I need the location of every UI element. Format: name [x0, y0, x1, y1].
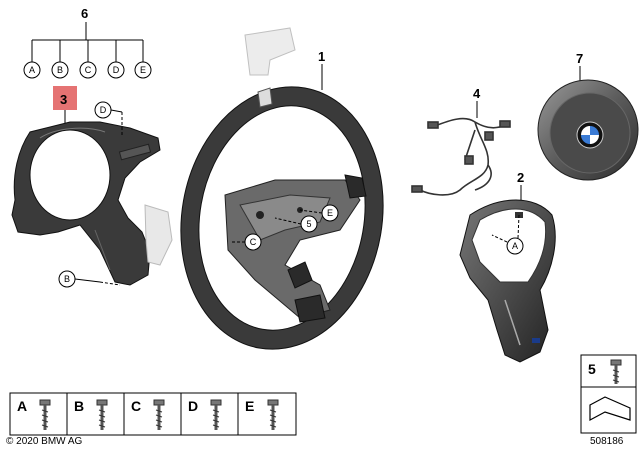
trim-right-callout-a-text: A	[512, 241, 518, 251]
bracket-callout-e-text: E	[140, 65, 146, 75]
wheel-callout-e-text: E	[327, 208, 333, 218]
airbag-module	[537, 79, 639, 181]
screw-icon	[210, 399, 222, 430]
bracket-callout-a-text: A	[29, 65, 35, 75]
screw-icon	[96, 399, 108, 430]
bracket-callout-e: E	[134, 61, 152, 79]
part-6-label: 6	[81, 6, 88, 21]
screw-icon	[153, 399, 165, 430]
paddle-ghost-left	[144, 204, 173, 266]
legend-letter-d: D	[188, 398, 198, 414]
bracket-callout-b-text: B	[57, 65, 63, 75]
legend-letter-c: C	[131, 398, 141, 414]
trim-callout-d-text: D	[100, 105, 107, 115]
trim-callout-b: B	[58, 270, 121, 288]
arrow-plate-icon	[589, 396, 631, 421]
part-4-label: 4	[473, 86, 481, 101]
wheel-callout-5: 5	[274, 215, 318, 233]
legend-letter-e: E	[245, 398, 254, 414]
wheel-callout-e: E	[299, 204, 339, 222]
screw-legend: A B C D E	[9, 392, 297, 436]
wheel-callout-5-text: 5	[306, 219, 311, 229]
part-6-bracket	[31, 22, 144, 62]
paddle-ghost-top	[244, 27, 296, 76]
bmw-logo-icon	[576, 121, 604, 149]
bracket-callout-a: A	[23, 61, 41, 79]
legend-letter-b: B	[74, 398, 84, 414]
part-3-highlight	[53, 86, 77, 110]
part-5-legend: 5	[580, 354, 637, 434]
trim-right-callout-a: A	[491, 214, 524, 255]
trim-callout-d: D	[94, 101, 123, 135]
screw-icon	[39, 399, 51, 430]
bracket-callout-d: D	[107, 61, 125, 79]
part-5-legend-number: 5	[588, 361, 596, 377]
wiring-harness	[411, 117, 511, 196]
copyright-text: © 2020 BMW AG	[6, 436, 83, 447]
screw-icon	[610, 359, 622, 384]
wheel-callout-c-text: C	[250, 237, 257, 247]
part-2-label: 2	[517, 170, 524, 185]
legend-letter-a: A	[17, 398, 27, 414]
bracket-callout-c: C	[79, 61, 97, 79]
wheel-callout-c: C	[230, 233, 262, 251]
bracket-callout-d-text: D	[113, 65, 120, 75]
bracket-callout-b: B	[51, 61, 69, 79]
trim-cover-left	[11, 121, 161, 286]
trim-callout-b-text: B	[64, 274, 70, 284]
diagram-number: 508186	[590, 436, 624, 447]
steering-wheel	[180, 86, 384, 350]
part-1-label: 1	[318, 49, 325, 64]
part-7-label: 7	[576, 51, 583, 66]
part-3-label: 3	[60, 92, 67, 107]
trim-cover-right	[459, 199, 556, 363]
screw-icon	[267, 399, 279, 430]
bracket-callout-c-text: C	[85, 65, 92, 75]
